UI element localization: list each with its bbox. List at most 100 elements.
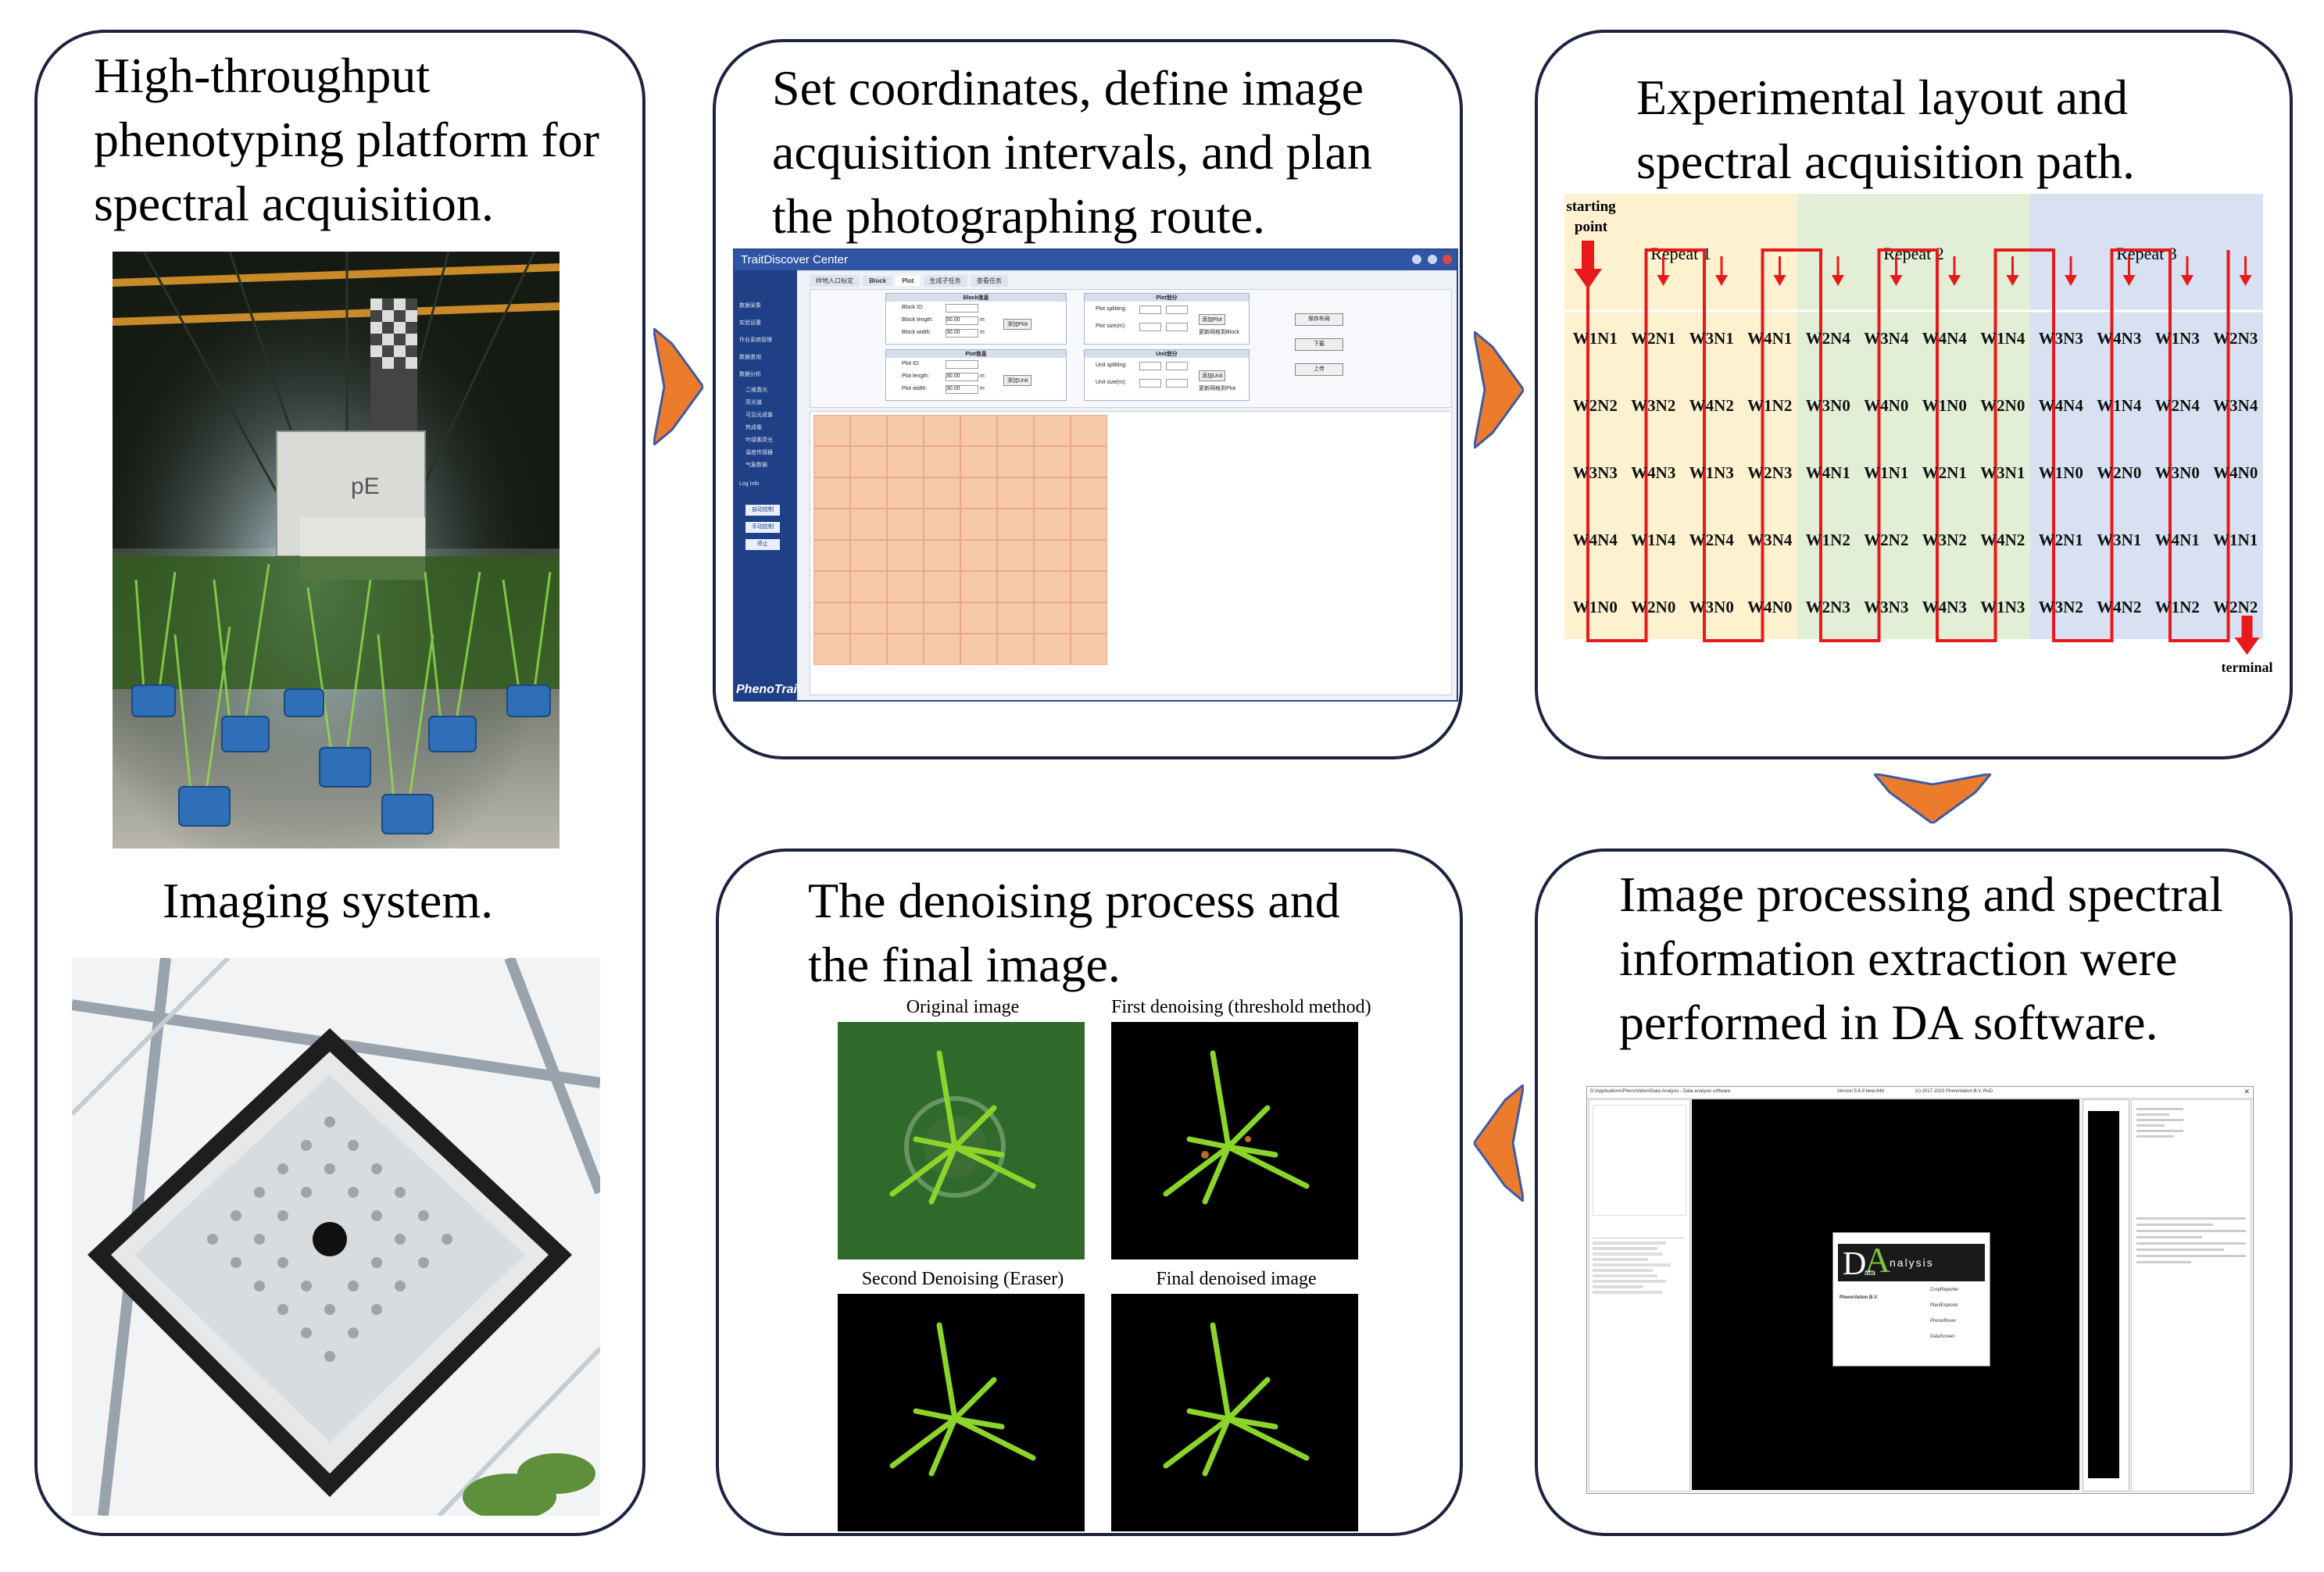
grid-unit-cell[interactable] [850, 446, 887, 477]
sidebar-item[interactable]: 数据采集 [739, 303, 761, 309]
grid-unit-cell[interactable] [887, 540, 924, 571]
sidebar-item[interactable]: 叶绿素荧光 [745, 438, 773, 443]
grid-unit-cell[interactable] [850, 602, 887, 634]
block-width-input[interactable]: 30.00 [946, 329, 978, 338]
grid-unit-cell[interactable] [887, 634, 924, 665]
grid-unit-cell[interactable] [924, 634, 960, 665]
grid-unit-cell[interactable] [887, 571, 924, 602]
tab-block[interactable]: Block [863, 276, 893, 286]
da-image-view[interactable]: D A nalysis ata PhenoVation B.V. CropRep… [1692, 1099, 2079, 1490]
grid-unit-cell[interactable] [997, 415, 1034, 446]
grid-unit-cell[interactable] [1034, 602, 1071, 634]
grid-unit-cell[interactable] [813, 415, 850, 446]
sidebar-item[interactable]: 高光谱 [745, 400, 762, 406]
unit-size-input[interactable] [1139, 379, 1161, 388]
grid-unit-cell[interactable] [960, 477, 997, 509]
sidebar-item[interactable]: 数据分析 [739, 372, 761, 377]
da-file-list[interactable] [1593, 1105, 1686, 1216]
plot-splitting-input[interactable] [1139, 305, 1161, 314]
grid-unit-cell[interactable] [960, 634, 997, 665]
grid-unit-cell[interactable] [850, 477, 887, 509]
plot-canvas[interactable] [810, 411, 1452, 695]
plot-length-input[interactable]: 30.00 [946, 373, 978, 381]
plot-splitting-input-2[interactable] [1166, 305, 1188, 314]
sidebar-item[interactable]: 二维激光 [745, 388, 767, 393]
add-plot-button[interactable]: 添加Plot [1003, 319, 1032, 330]
tab-plot[interactable]: Plot [896, 276, 921, 286]
update-grid-plot-checkbox[interactable]: 更新网格到Plot [1199, 386, 1236, 391]
sidebar-item[interactable]: 实验设置 [739, 320, 761, 326]
close-icon[interactable] [1443, 255, 1452, 264]
upload-button[interactable]: 上传 [1295, 363, 1343, 376]
save-layout-button[interactable]: 保存布局 [1295, 313, 1343, 326]
grid-unit-cell[interactable] [887, 415, 924, 446]
unit-size-input-2[interactable] [1166, 379, 1188, 388]
grid-unit-cell[interactable] [997, 634, 1034, 665]
tab-view-task[interactable]: 查看任务 [970, 275, 1008, 287]
grid-unit-cell[interactable] [924, 446, 960, 477]
grid-unit-cell[interactable] [850, 571, 887, 602]
window-dot-icon[interactable] [1427, 255, 1437, 264]
block-length-input[interactable]: 50.00 [946, 316, 978, 325]
grid-unit-cell[interactable] [924, 509, 960, 540]
grid-unit-cell[interactable] [1071, 634, 1107, 665]
grid-unit-cell[interactable] [924, 477, 960, 509]
grid-unit-cell[interactable] [997, 477, 1034, 509]
grid-unit-cell[interactable] [813, 602, 850, 634]
grid-unit-cell[interactable] [813, 571, 850, 602]
grid-unit-cell[interactable] [997, 571, 1034, 602]
da-options[interactable] [1593, 1233, 1685, 1467]
tab-calibration[interactable]: 样地入口标定 [810, 275, 860, 287]
download-button[interactable]: 下载 [1295, 338, 1343, 351]
grid-unit-cell[interactable] [850, 415, 887, 446]
sidebar-item[interactable]: 可见光成像 [745, 413, 773, 418]
grid-unit-cell[interactable] [997, 540, 1034, 571]
close-icon[interactable]: ✕ [2244, 1088, 2250, 1095]
plot-split-add-button[interactable]: 添加Plot [1199, 314, 1226, 325]
plot-width-input[interactable]: 30.00 [946, 385, 978, 394]
unit-splitting-input[interactable] [1139, 362, 1161, 370]
grid-unit-cell[interactable] [1034, 571, 1071, 602]
da-thumbnail-strip[interactable] [2083, 1099, 2129, 1492]
grid-unit-cell[interactable] [960, 415, 997, 446]
unit-split-add-button[interactable]: 添加Unit [1199, 370, 1226, 381]
grid-unit-cell[interactable] [813, 634, 850, 665]
sidebar-item[interactable]: 气象数据 [745, 463, 767, 468]
sidebar-item[interactable]: 数据查询 [739, 355, 761, 360]
plot-size-input[interactable] [1139, 323, 1161, 331]
grid-unit-cell[interactable] [1071, 477, 1107, 509]
manual-control-button[interactable]: 手动控制 [745, 522, 780, 533]
grid-unit-cell[interactable] [960, 602, 997, 634]
grid-unit-cell[interactable] [1034, 540, 1071, 571]
grid-unit-cell[interactable] [960, 540, 997, 571]
grid-unit-cell[interactable] [960, 446, 997, 477]
grid-unit-cell[interactable] [887, 602, 924, 634]
grid-unit-cell[interactable] [813, 509, 850, 540]
unit-splitting-input-2[interactable] [1166, 362, 1188, 370]
grid-unit-cell[interactable] [1034, 509, 1071, 540]
grid-unit-cell[interactable] [997, 602, 1034, 634]
grid-unit-cell[interactable] [960, 571, 997, 602]
grid-unit-cell[interactable] [1071, 540, 1107, 571]
grid-unit-cell[interactable] [850, 540, 887, 571]
plot-size-input-2[interactable] [1166, 323, 1188, 331]
auto-control-button[interactable]: 自动控制 [745, 505, 780, 516]
grid-unit-cell[interactable] [813, 540, 850, 571]
grid-unit-cell[interactable] [924, 540, 960, 571]
grid-unit-cell[interactable] [1071, 415, 1107, 446]
grid-unit-cell[interactable] [997, 446, 1034, 477]
sidebar-item[interactable]: 热成像 [745, 425, 762, 431]
block-id-input[interactable] [946, 304, 978, 313]
grid-unit-cell[interactable] [813, 477, 850, 509]
stop-button[interactable]: 停止 [745, 539, 780, 550]
grid-unit-cell[interactable] [813, 446, 850, 477]
grid-unit-cell[interactable] [1034, 415, 1071, 446]
sidebar-item[interactable]: 温度传感器 [745, 450, 773, 456]
grid-unit-cell[interactable] [1034, 477, 1071, 509]
grid-unit-cell[interactable] [924, 415, 960, 446]
grid-unit-cell[interactable] [1071, 509, 1107, 540]
window-controls[interactable] [1410, 254, 1452, 268]
grid-unit-cell[interactable] [960, 509, 997, 540]
grid-unit-cell[interactable] [1071, 571, 1107, 602]
grid-unit-cell[interactable] [887, 477, 924, 509]
